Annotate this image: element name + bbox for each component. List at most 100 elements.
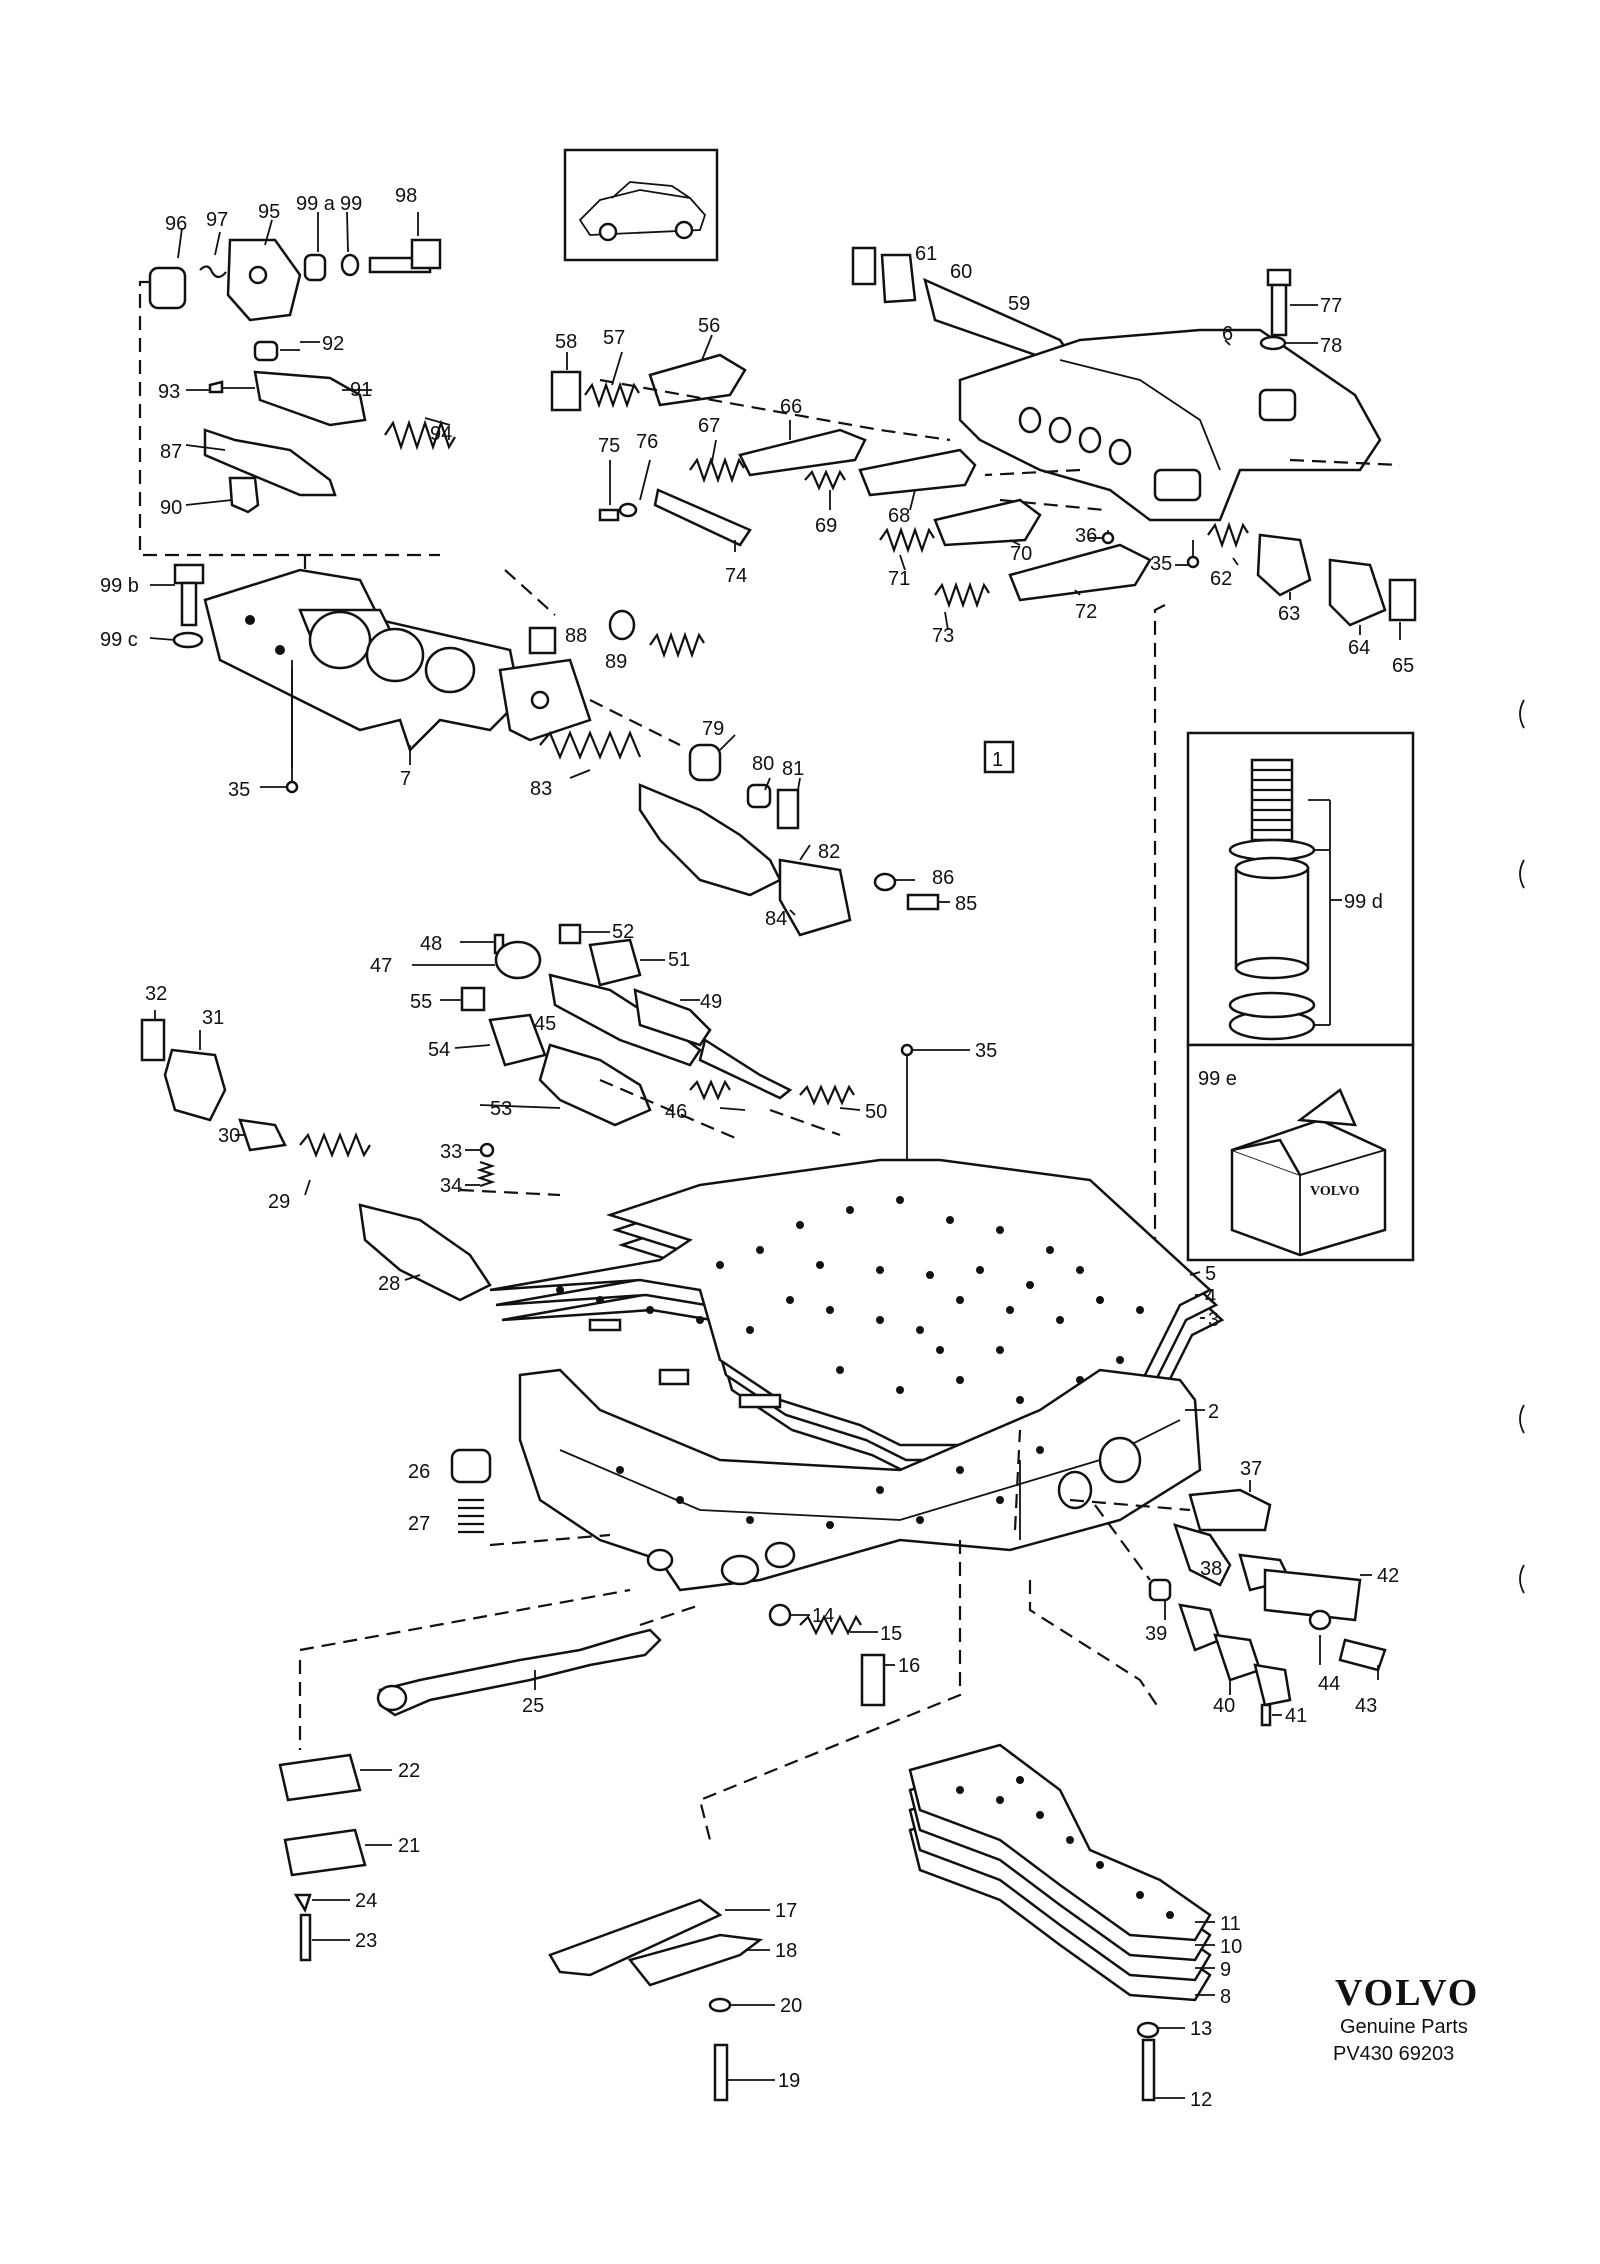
lower-plates-8-11 [908, 1580, 1215, 2102]
callout-44: 44 [1318, 1673, 1340, 1695]
callout-38: 38 [1200, 1558, 1222, 1580]
callout-80: 80 [752, 753, 774, 775]
top-right-housing-6 [851, 246, 1401, 569]
callout-6: 6 [1222, 323, 1233, 345]
vehicle-thumbnail [563, 148, 719, 262]
callout-75: 75 [598, 435, 620, 457]
callout-91: 91 [350, 379, 372, 401]
right-plug-set-62-65 [1207, 521, 1417, 640]
callout-97: 97 [206, 209, 228, 231]
callout-36: 36 [1075, 525, 1097, 547]
callout-74: 74 [725, 565, 747, 587]
callout-47: 47 [370, 955, 392, 977]
callout-50: 50 [865, 1101, 887, 1123]
callout-14: 14 [812, 1605, 834, 1627]
callout-90: 90 [160, 497, 182, 519]
callout-78: 78 [1320, 335, 1342, 357]
callout-52: 52 [612, 921, 634, 943]
callout-49: 49 [700, 991, 722, 1013]
callout-92: 92 [322, 333, 344, 355]
middle-upper-spools [412, 923, 970, 1195]
callout-16: 16 [898, 1655, 920, 1677]
callout-17: 17 [775, 1900, 797, 1922]
callout-19: 19 [778, 2070, 800, 2092]
section-marker-box [983, 740, 1015, 774]
callout-89: 89 [605, 651, 627, 673]
spring-pair-88-89 [504, 569, 705, 659]
callout-71: 71 [888, 568, 910, 590]
callout-3: 3 [1208, 1309, 1219, 1331]
callout-51: 51 [668, 949, 690, 971]
brand-logo: VOLVO [1335, 1972, 1479, 2014]
bracket-17-20 [548, 1540, 962, 2102]
callout-27: 27 [408, 1513, 430, 1535]
callout-12: 12 [1190, 2089, 1212, 2111]
callout-35-top: 35 [1150, 553, 1172, 575]
middle-spool-group [550, 334, 1152, 631]
callout-53: 53 [490, 1098, 512, 1120]
callout-81: 81 [782, 758, 804, 780]
callout-82: 82 [818, 841, 840, 863]
callout-79: 79 [702, 718, 724, 740]
callout-99: 99 [340, 193, 362, 215]
callout-7: 7 [400, 768, 411, 790]
callout-85: 85 [955, 893, 977, 915]
separator-plates-3-5 [489, 1158, 1225, 1477]
diagram-code: PV430 69203 [1333, 2043, 1454, 2065]
callout-33: 33 [440, 1141, 462, 1163]
callout-30: 30 [218, 1125, 240, 1147]
callout-76: 76 [636, 431, 658, 453]
brand-subtitle: Genuine Parts [1340, 2016, 1468, 2038]
section-marker: 1 [992, 749, 1003, 771]
callout-99b: 99 b [100, 575, 139, 597]
callout-64: 64 [1348, 637, 1370, 659]
callout-99d: 99 d [1344, 891, 1383, 913]
callout-99a: 99 a [296, 193, 336, 215]
callout-13: 13 [1190, 2018, 1212, 2040]
callout-25: 25 [522, 1695, 544, 1717]
callout-66: 66 [780, 396, 802, 418]
spring-14-16 [768, 1603, 895, 1707]
callout-20: 20 [780, 1995, 802, 2017]
callout-9: 9 [1220, 1959, 1231, 1981]
bolt-99b [149, 563, 205, 649]
callout-48: 48 [420, 933, 442, 955]
callout-56: 56 [698, 315, 720, 337]
callout-95: 95 [258, 201, 280, 223]
callout-99e: 99 e [1198, 1068, 1237, 1090]
callout-42: 42 [1377, 1565, 1399, 1587]
callout-21: 21 [398, 1835, 420, 1857]
callout-35-mid: 35 [975, 1040, 997, 1062]
right-lower-set-39-44 [1094, 1504, 1387, 1727]
callout-15: 15 [880, 1623, 902, 1645]
callout-43: 43 [1355, 1695, 1377, 1717]
callout-4: 4 [1205, 1286, 1216, 1308]
callout-99c: 99 c [100, 629, 138, 651]
callout-98: 98 [395, 185, 417, 207]
upper-valve-body-7 [203, 555, 592, 768]
callout-96: 96 [165, 213, 187, 235]
lower-valve-body-2 [518, 1368, 1205, 1592]
callout-84: 84 [765, 908, 787, 930]
plug-26-27 [450, 1448, 611, 1547]
callout-34: 34 [440, 1175, 462, 1197]
callout-10: 10 [1220, 1936, 1242, 1958]
callout-29: 29 [268, 1191, 290, 1213]
callout-93: 93 [158, 381, 180, 403]
callout-59: 59 [1008, 293, 1030, 315]
left-valve-28-34 [140, 1010, 561, 1302]
callout-58: 58 [555, 331, 577, 353]
plunger-assembly-91 [185, 340, 456, 514]
callout-61: 61 [915, 243, 937, 265]
right-valve-37-42 [1069, 1480, 1372, 1622]
callout-63: 63 [1278, 603, 1300, 625]
callout-57: 57 [603, 327, 625, 349]
callout-87: 87 [160, 441, 182, 463]
long-valve-25 [299, 1588, 701, 1717]
callout-65: 65 [1392, 655, 1414, 677]
callout-69: 69 [815, 515, 837, 537]
callout-11: 11 [1220, 1913, 1241, 1935]
top-left-cover-assembly [148, 211, 442, 322]
small-plates-21-24 [278, 1660, 392, 1962]
